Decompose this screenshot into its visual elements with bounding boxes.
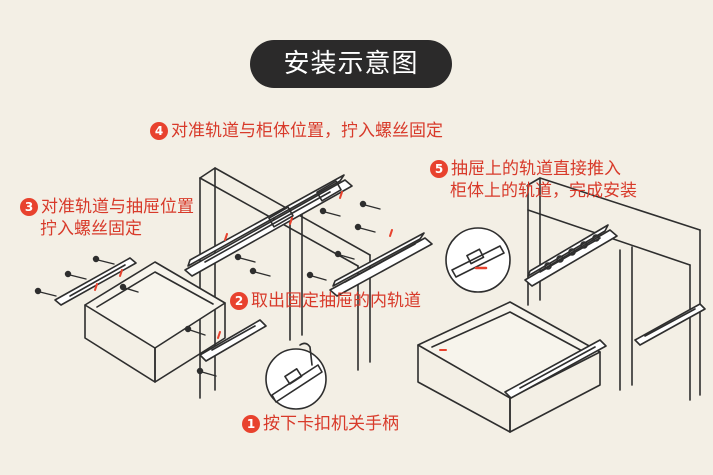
- step-4-text: 对准轨道与柜体位置，拧入螺丝固定: [171, 121, 443, 141]
- page-title: 安装示意图: [250, 40, 452, 88]
- step-5-number: 5: [430, 160, 448, 178]
- drawer-rail-right-side: [634, 303, 706, 346]
- cabinet-rail-top-left: [184, 174, 353, 277]
- step-3-text-line-1: 对准轨道与抽屉位置: [41, 197, 194, 217]
- step-3-number: 3: [20, 198, 38, 216]
- inner-rail-removed: [199, 319, 267, 362]
- step-1-text: 按下卡扣机关手柄: [263, 414, 399, 434]
- cabinet-rail-right-left: [329, 232, 433, 297]
- right-drawer-box: [417, 301, 607, 433]
- hole-markers-left: [94, 191, 393, 339]
- detail-magnifier-right: [445, 227, 511, 293]
- step-5-text-line-2: 柜体上的轨道，完成安装: [450, 181, 637, 201]
- screws-left: [34, 200, 381, 377]
- cabinet-rail-right: [524, 224, 618, 287]
- step-1-number: 1: [242, 415, 260, 433]
- step-2-text: 取出固定抽屉的内轨道: [251, 291, 421, 311]
- step-3-text-line-2: 拧入螺丝固定: [40, 219, 142, 239]
- step-5-text-line-1: 抽屉上的轨道直接推入: [451, 159, 621, 179]
- drawer-rail-left: [54, 257, 137, 306]
- step-4-number: 4: [150, 122, 168, 140]
- left-drawer-box: [84, 261, 226, 383]
- step-2-number: 2: [230, 292, 248, 310]
- detail-magnifier-left: [265, 342, 327, 410]
